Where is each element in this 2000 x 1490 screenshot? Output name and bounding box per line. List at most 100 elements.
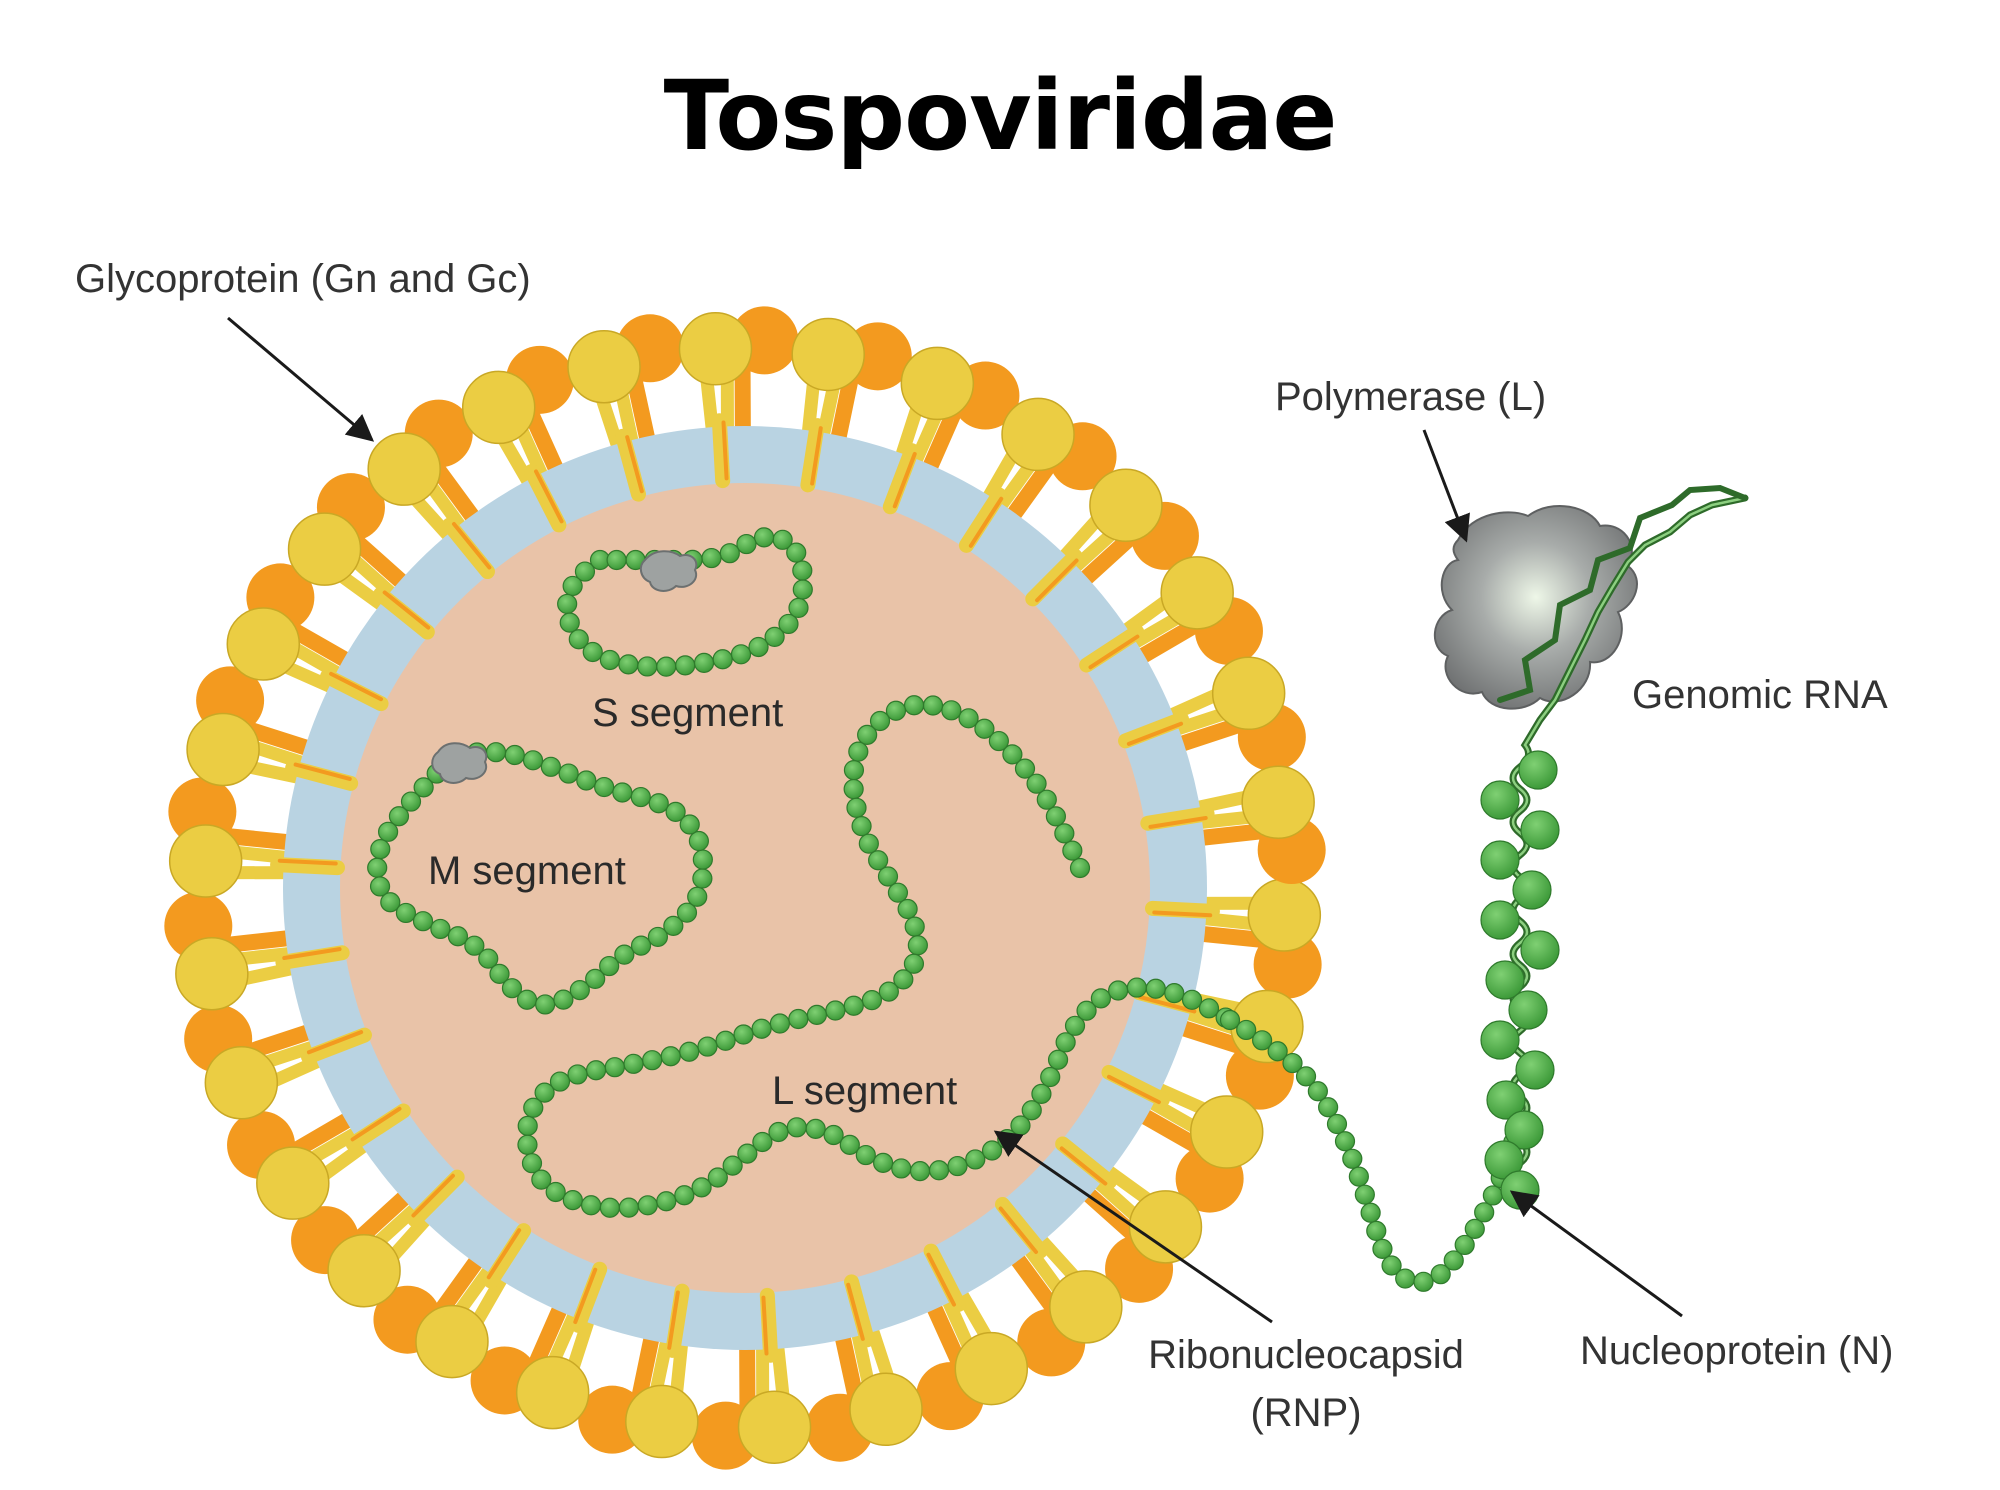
nucleoprotein-bead	[846, 797, 867, 818]
glycoprotein-transmembrane-edge	[411, 1173, 455, 1218]
nucleoprotein-bead	[1145, 978, 1166, 999]
nucleoprotein-bead-large	[1480, 840, 1520, 880]
nucleoprotein-bead	[1395, 1268, 1416, 1289]
nucleoprotein-bead	[904, 916, 925, 937]
nucleoprotein-bead	[922, 695, 944, 716]
nucleoprotein-bead	[585, 1060, 607, 1081]
glycoprotein-gn-head	[415, 1304, 489, 1379]
nucleoprotein-bead	[1040, 1066, 1061, 1088]
nucleoprotein-bead	[1372, 1238, 1393, 1259]
glycoprotein-transmembrane	[442, 517, 495, 580]
glycoprotein-transmembrane-edge	[1059, 1146, 1108, 1186]
nucleoprotein-bead	[674, 1185, 695, 1206]
nucleoprotein-bead	[909, 1161, 931, 1182]
glycoprotein-gn-head	[1128, 1190, 1203, 1264]
nucleoprotein-bead	[1002, 744, 1023, 765]
nucleoprotein-bead	[534, 1082, 555, 1103]
glycoprotein-gn-head	[204, 1045, 279, 1120]
nucleoprotein-bead	[893, 969, 914, 990]
nucleoprotein-bead	[843, 778, 864, 800]
nucleoprotein-bead	[485, 742, 507, 763]
glycoprotein-transmembrane-edge	[721, 420, 729, 481]
glycoprotein-transmembrane	[882, 443, 920, 515]
nucleoprotein-bead	[788, 597, 809, 618]
nucleoprotein-bead	[748, 636, 769, 658]
nucleoprotein-bead	[580, 1195, 602, 1216]
glycoprotein-gn-head	[900, 346, 975, 421]
nucleoprotein-bead	[851, 816, 872, 837]
nucleoprotein-bead	[965, 1149, 986, 1170]
nucleoprotein-bead	[569, 979, 590, 1001]
glycoprotein-transmembrane-edge	[382, 590, 431, 630]
nucleoprotein-bead	[1014, 758, 1036, 779]
glycoprotein-transmembrane	[1140, 806, 1215, 831]
glycoprotein-transmembrane-edge	[968, 496, 1004, 548]
glycoprotein-transmembrane-edge	[1035, 558, 1079, 603]
nucleoprotein-bead	[1090, 988, 1112, 1009]
nucleoprotein-bead	[557, 593, 578, 615]
nucleoprotein-bead	[692, 868, 713, 889]
glycoprotein-gn-head	[954, 1331, 1029, 1406]
nucleoprotein-bead	[988, 730, 1009, 752]
nucleoprotein-bead	[1295, 1066, 1317, 1087]
nucleoprotein-bead	[1282, 1052, 1303, 1074]
nucleoprotein-bead-large	[1515, 1050, 1555, 1090]
nucleoprotein-bead	[679, 1041, 700, 1062]
glycoprotein-transmembrane-edge	[998, 1206, 1039, 1254]
nucleoprotein-bead	[599, 649, 621, 671]
glycoprotein-transmembrane	[300, 1027, 372, 1065]
genomic-rna-label: Genomic RNA	[1632, 673, 1888, 717]
nucleoprotein-bead-large	[1520, 930, 1560, 970]
glycoprotein-transmembrane-edge	[892, 451, 917, 509]
nucleoprotein-bead	[568, 629, 589, 650]
nucleoprotein-bead	[675, 655, 696, 676]
nucleoprotein-bead	[869, 710, 891, 732]
nucleoprotein-bead	[903, 695, 925, 716]
nucleoprotein-bead	[618, 1197, 639, 1218]
nucleoprotein-bead	[1021, 1100, 1042, 1121]
page-title: Tospoviridae	[663, 60, 1338, 172]
nucleoprotein-bead-large	[1480, 780, 1520, 820]
nucleoprotein-bead	[1031, 1083, 1052, 1104]
glycoprotein-gn-head	[367, 432, 441, 506]
nucleoprotein-bead	[369, 876, 391, 897]
nucleoprotein-bead	[553, 989, 574, 1010]
nucleoprotein-bead-large	[1508, 990, 1548, 1030]
nucleoprotein-bead	[1267, 1041, 1288, 1062]
nucleoprotein-bead	[848, 741, 869, 762]
glycoprotein-transmembrane	[800, 418, 825, 493]
nucleoprotein-bead	[400, 791, 422, 812]
nucleoprotein-bead	[737, 1143, 758, 1164]
nucleoprotein-bead	[786, 1117, 807, 1138]
nucleoprotein-bead	[517, 1134, 538, 1155]
glycoprotein-transmembrane	[665, 1283, 690, 1358]
glycoprotein-transmembrane-edge	[1088, 634, 1140, 670]
nucleoprotein-bead	[697, 1036, 718, 1057]
nucleoprotein-bead	[687, 886, 708, 907]
glycoprotein-arrow	[227, 316, 375, 442]
nucleoprotein-bead	[647, 926, 669, 948]
nucleoprotein-bead-large	[1520, 810, 1560, 850]
nucleoprotein-bead	[877, 866, 899, 887]
nucleoprotein-bead	[1047, 1049, 1069, 1070]
glycoprotein-transmembrane	[1101, 1064, 1170, 1107]
nucleoprotein-bead	[656, 656, 677, 677]
nucleoprotein-bead	[752, 1131, 773, 1153]
glycoprotein-gn-head	[567, 329, 641, 404]
glycoprotein-transmembrane-edge	[1148, 815, 1208, 829]
nucleoprotein-bead	[535, 994, 556, 1015]
nucleoprotein-bead	[715, 1030, 736, 1051]
glycoprotein-transmembrane	[958, 487, 1007, 553]
nucleoprotein-bead	[701, 547, 722, 569]
glycoprotein-transmembrane-edge	[1152, 910, 1213, 918]
nucleoprotein-bead	[1126, 977, 1147, 998]
glycoprotein-transmembrane	[759, 1287, 779, 1363]
glycoprotein-transmembrane-edge	[329, 671, 384, 702]
nucleoprotein-bead	[612, 782, 633, 803]
glycoprotein-transmembrane-edge	[1138, 995, 1197, 1014]
s-segment-label: S segment	[592, 691, 783, 735]
glycoprotein-gn-head	[1089, 468, 1163, 543]
nucleoprotein-bead	[903, 953, 925, 974]
nucleoprotein-bead	[947, 1155, 968, 1177]
